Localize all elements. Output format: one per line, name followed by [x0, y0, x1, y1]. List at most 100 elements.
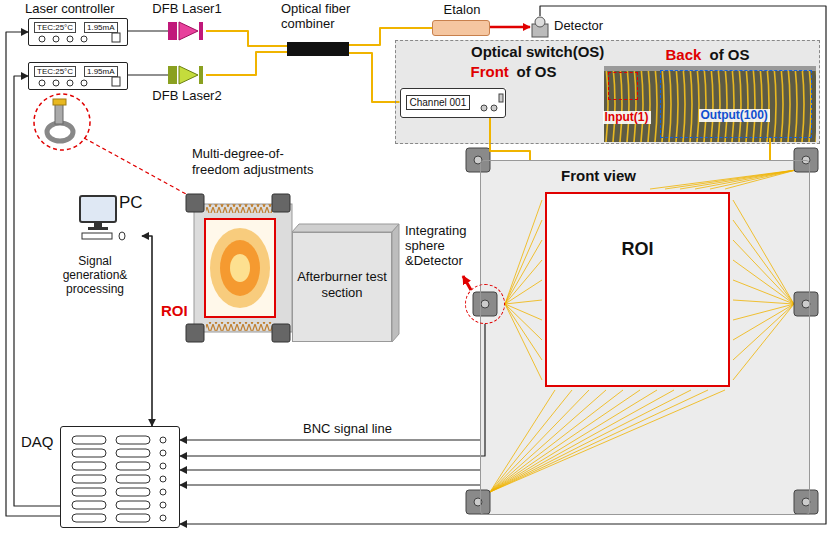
control-wire	[128, 30, 168, 31]
optical-switch-body	[491, 105, 497, 111]
daq-slots	[116, 488, 150, 496]
controller-knobs	[53, 36, 59, 42]
test-rig	[272, 194, 290, 212]
detector-block	[802, 498, 810, 506]
optical-fiber	[349, 53, 400, 102]
node-label: Detector	[554, 19, 603, 34]
controller-knobs	[112, 33, 120, 42]
node-label: Output(100)	[699, 109, 770, 123]
pc-icon	[80, 196, 125, 240]
daq-slots	[160, 476, 166, 482]
node-label: Afterburner test section	[293, 269, 391, 301]
daq-slots	[72, 488, 106, 496]
test-rig	[205, 219, 275, 317]
laser-diode-icon	[199, 66, 203, 84]
node-label: Optical switch(OS)	[471, 43, 604, 60]
fiber-combiner: Optical fiber combiner	[287, 42, 349, 56]
test-rig	[292, 224, 399, 232]
signal-wire	[6, 32, 60, 516]
test-rig	[186, 324, 204, 342]
signal-wire	[14, 76, 60, 506]
daq-slots	[160, 450, 166, 456]
pc-icon	[82, 233, 112, 239]
pc-icon: PCSignal generation& processing	[78, 192, 142, 244]
signal-wire	[180, 6, 826, 524]
node-label: TEC:25°C	[34, 66, 76, 77]
fiber-fan	[650, 170, 796, 189]
daq-slots	[160, 489, 166, 495]
adjuster-zoom	[53, 99, 66, 105]
daq-slots	[72, 449, 106, 457]
control-wire	[128, 74, 168, 75]
bnc-signal-line	[180, 484, 480, 485]
optical-fiber	[206, 31, 287, 46]
laser-diode-icon	[168, 22, 203, 84]
controller-knobs	[112, 77, 120, 86]
test-rig	[272, 324, 290, 342]
daq-slots	[72, 475, 106, 483]
optical-fiber	[490, 118, 530, 161]
node-label: Laser controller	[25, 2, 115, 17]
part-label: Multi-degree-of-freedom adjustments	[192, 146, 324, 178]
controller-knobs	[39, 36, 45, 42]
front-view-plate	[480, 160, 810, 515]
daq-slots	[116, 501, 150, 509]
edge-label: BNC signal line	[300, 422, 395, 437]
test-rig	[220, 240, 260, 296]
roi-window: ROI	[204, 218, 276, 318]
callout-arrow	[463, 276, 471, 290]
daq-slots	[160, 515, 166, 521]
controller-knobs	[39, 33, 120, 86]
node-label: DFB Laser1	[143, 2, 231, 17]
node-label: DAQ	[21, 433, 54, 450]
optical-fiber	[206, 52, 287, 75]
test-rig	[186, 194, 399, 342]
daq-slots	[160, 437, 166, 443]
optical-switch-body	[395, 40, 820, 144]
node-label: Channel 001	[406, 95, 471, 111]
node-label: TEC:25°C	[34, 22, 76, 33]
daq-slots	[116, 436, 150, 444]
node-label: Optical fiber combiner	[281, 1, 371, 31]
daq-slots	[116, 475, 150, 483]
daq-slots	[72, 462, 106, 470]
fiber-fan	[733, 200, 794, 380]
daq-slots	[160, 463, 166, 469]
data-link	[142, 236, 152, 426]
dfb-laser: DFB Laser2	[168, 64, 206, 86]
detector-icon	[535, 17, 545, 27]
detector-block	[473, 292, 497, 316]
optical-switch-body	[604, 66, 816, 142]
detector-block	[481, 300, 489, 308]
detector-block	[802, 300, 810, 308]
laser-diode-icon	[168, 22, 177, 40]
test-rig	[206, 204, 272, 213]
test-rig	[230, 254, 250, 282]
laser-diode-icon	[168, 66, 177, 84]
daq-slots	[116, 514, 150, 522]
daq-slots	[116, 449, 150, 457]
optical-fiber	[349, 28, 432, 45]
controller-knobs	[67, 36, 73, 42]
bnc-signal-line	[180, 469, 480, 470]
node-label: of OS	[517, 63, 557, 80]
detector-block	[466, 148, 818, 514]
fiber-fan	[490, 390, 725, 492]
etalon: Etalon	[432, 20, 490, 36]
optical-switch-front: Frontof OSChannel 001	[400, 88, 506, 118]
node-label: Input(1)	[603, 111, 651, 125]
daq-slots	[72, 514, 106, 522]
detector: Detector	[530, 16, 550, 38]
optical-switch-body	[499, 94, 503, 102]
light-arrow	[490, 26, 530, 29]
detector-block	[466, 490, 490, 514]
optical-switch-body	[481, 105, 487, 111]
detector-block	[794, 490, 818, 514]
optical-switch-body	[395, 40, 820, 144]
roi-window: ROI	[545, 192, 730, 387]
pc-icon	[94, 222, 102, 227]
pc-icon	[80, 196, 116, 222]
front-view-plate	[480, 160, 810, 515]
test-rig	[392, 224, 399, 342]
pc-icon	[88, 227, 108, 230]
